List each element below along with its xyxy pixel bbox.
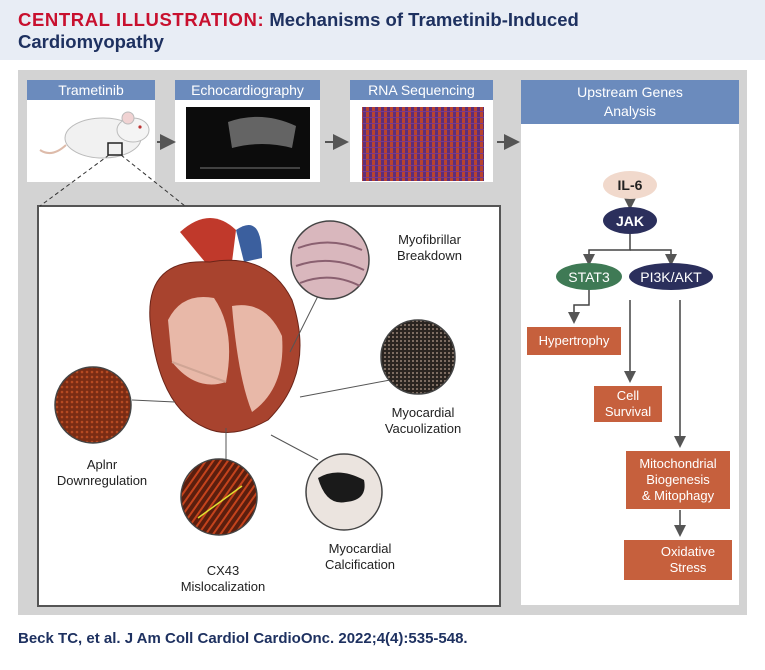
title-banner xyxy=(0,0,765,60)
step-trametinib-header: Trametinib xyxy=(27,80,155,100)
title-tag: CENTRAL ILLUSTRATION: xyxy=(18,9,265,30)
aplnr-circle xyxy=(54,366,176,444)
pathway-lines xyxy=(568,198,686,537)
node-stat3: STAT3 xyxy=(556,263,622,290)
myofibrillar-circle xyxy=(289,220,370,353)
upstream-line1: Upstream Genes xyxy=(577,84,683,100)
upstream-header: Upstream Genes Analysis xyxy=(521,80,739,124)
title-line1: Mechanisms of Trametinib-Induced xyxy=(269,9,579,30)
box-cell-survival: Cell Survival xyxy=(594,386,662,422)
step-rna-header: RNA Sequencing xyxy=(350,80,493,100)
box-oxidative-stress: Oxidative Stress xyxy=(624,540,732,580)
vacuolization-circle xyxy=(299,319,456,398)
zoom-box xyxy=(107,142,123,156)
node-jak: JAK xyxy=(603,207,657,234)
mouse-icon xyxy=(39,111,150,159)
citation: Beck TC, et al. J Am Coll Cardiol Cardio… xyxy=(18,630,468,647)
label-vacuolization: Myocardial Vacuolization xyxy=(384,405,462,436)
page-title: CENTRAL ILLUSTRATION: Mechanisms of Tram… xyxy=(18,9,758,53)
box-mitochondrial: Mitochondrial Biogenesis & Mitophagy xyxy=(626,451,730,509)
heart-illustration xyxy=(149,217,301,433)
upstream-line2: Analysis xyxy=(603,103,657,119)
node-pi3k-akt: PI3K/AKT xyxy=(629,263,713,290)
label-aplnr: Aplnr Downregulation xyxy=(56,457,148,488)
rna-heatmap xyxy=(362,107,484,181)
title-line2: Cardiomyopathy xyxy=(18,31,164,52)
label-cx43: CX43 Mislocalization xyxy=(180,563,266,594)
label-myofibrillar: Myofibrillar Breakdown xyxy=(396,232,463,263)
label-calcification: Myocardial Calcification xyxy=(324,541,396,572)
step-echo-header: Echocardiography xyxy=(175,80,320,100)
node-il6: IL-6 xyxy=(603,171,657,199)
calcification-circle xyxy=(270,434,383,531)
box-hypertrophy: Hypertrophy xyxy=(527,327,621,355)
cx43-circle xyxy=(180,428,258,536)
